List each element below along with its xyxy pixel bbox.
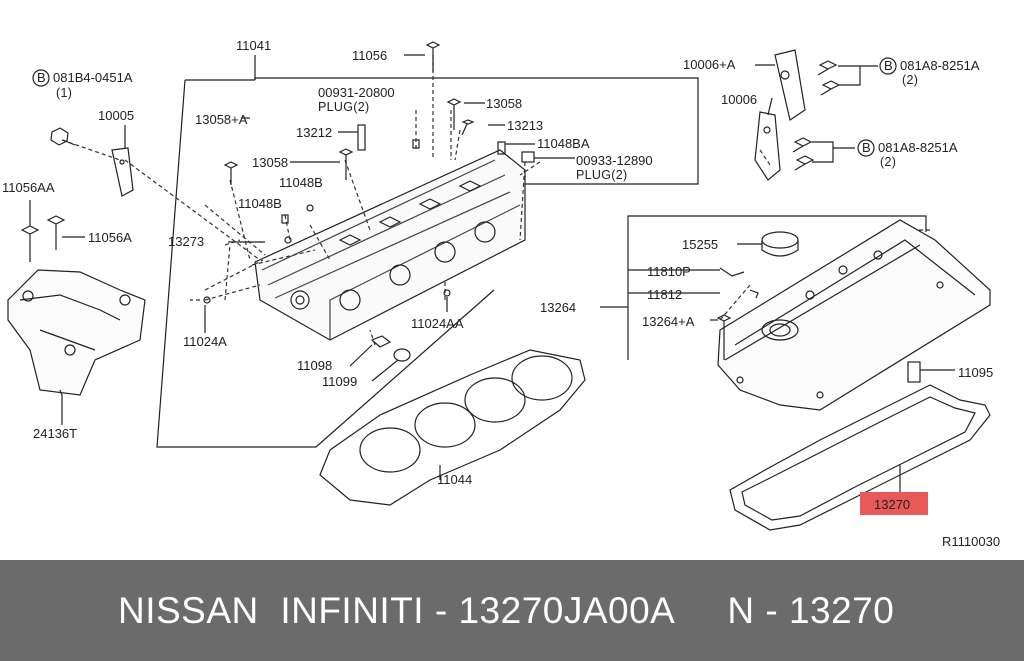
label-24136t: 24136T xyxy=(33,426,77,441)
label-13264a: 13264+A xyxy=(642,314,695,329)
footer-brands-part: NISSAN INFINITI - 13270JA00A xyxy=(118,589,676,631)
label-00931-plug: PLUG(2) xyxy=(318,100,369,114)
valve-cover-13264 xyxy=(717,219,991,411)
oil-cap-15255 xyxy=(737,231,799,257)
label-13264: 13264 xyxy=(540,300,576,315)
highlight-13270 xyxy=(860,492,928,515)
label-13213: 13213 xyxy=(507,118,543,133)
bolt-marker-3: B xyxy=(862,140,871,155)
bracket-10005 xyxy=(50,127,134,197)
bolt-11056 xyxy=(404,41,441,72)
label-081a8-1: 081A8-8251A xyxy=(900,58,980,73)
label-10005: 10005 xyxy=(98,108,134,123)
exploded-view-svg: B B B 11041 11056 10006+A 081B4-0451A (1… xyxy=(2,38,1000,549)
label-11095: 11095 xyxy=(958,365,993,380)
label-11056: 11056 xyxy=(352,48,387,63)
parts-11098-11099 xyxy=(349,335,411,382)
cylinder-head xyxy=(254,149,526,341)
label-081a8-2-qty: (2) xyxy=(880,155,896,169)
label-13058a: 13058+A xyxy=(195,112,248,127)
label-11056a: 11056A xyxy=(88,230,132,245)
label-11099: 11099 xyxy=(322,374,357,389)
label-10006a: 10006+A xyxy=(683,57,736,72)
bolt-marker-2: B xyxy=(884,58,893,73)
bracket-10006 xyxy=(754,49,878,181)
label-11044: 11044 xyxy=(437,472,472,487)
frame-11041-left xyxy=(156,79,495,448)
valve-cover-gasket-13270 xyxy=(729,384,991,531)
label-13058: 13058 xyxy=(252,155,288,170)
reference-code: R1110030 xyxy=(942,534,1000,549)
label-00933: 00933-12890 xyxy=(576,153,653,168)
label-081a8-2: 081A8-8251A xyxy=(878,140,958,155)
label-11056aa: 11056AA xyxy=(2,180,55,195)
label-081b4-qty: (1) xyxy=(56,86,72,100)
label-081b4: 081B4-0451A xyxy=(53,70,133,85)
bolt-marker-1: B xyxy=(37,70,46,85)
label-11048ba: 11048BA xyxy=(537,136,590,151)
label-15255: 15255 xyxy=(682,237,718,252)
label-13273: 13273 xyxy=(168,234,204,249)
footer-bar: NISSAN INFINITI - 13270JA00A N - 13270 xyxy=(0,560,1024,661)
engine-mount-24136t xyxy=(7,269,146,425)
head-gasket-11044 xyxy=(319,349,586,506)
parts-diagram: B B B 11041 11056 10006+A 081B4-0451A (1… xyxy=(2,38,1001,549)
bolts-11056 xyxy=(20,200,85,262)
part-11095 xyxy=(907,361,955,383)
label-11810p: 11810P xyxy=(647,264,691,279)
footer-short-code: N - 13270 xyxy=(727,589,895,631)
label-10006: 10006 xyxy=(721,92,757,107)
label-13270: 13270 xyxy=(874,497,910,512)
label-13058-top: 13058 xyxy=(486,96,522,111)
label-11098: 11098 xyxy=(297,358,332,373)
label-11024aa: 11024AA xyxy=(411,316,464,331)
label-11024a: 11024A xyxy=(183,334,227,349)
label-00933-plug: PLUG(2) xyxy=(576,168,627,182)
label-081a8-1-qty: (2) xyxy=(902,73,918,87)
label-11048b-2: 11048B xyxy=(238,196,282,211)
label-11812: 11812 xyxy=(647,287,682,302)
label-11048b: 11048B xyxy=(279,175,323,190)
label-11041: 11041 xyxy=(236,38,271,53)
label-13212: 13212 xyxy=(296,125,332,140)
label-00931: 00931-20800 xyxy=(318,85,395,100)
